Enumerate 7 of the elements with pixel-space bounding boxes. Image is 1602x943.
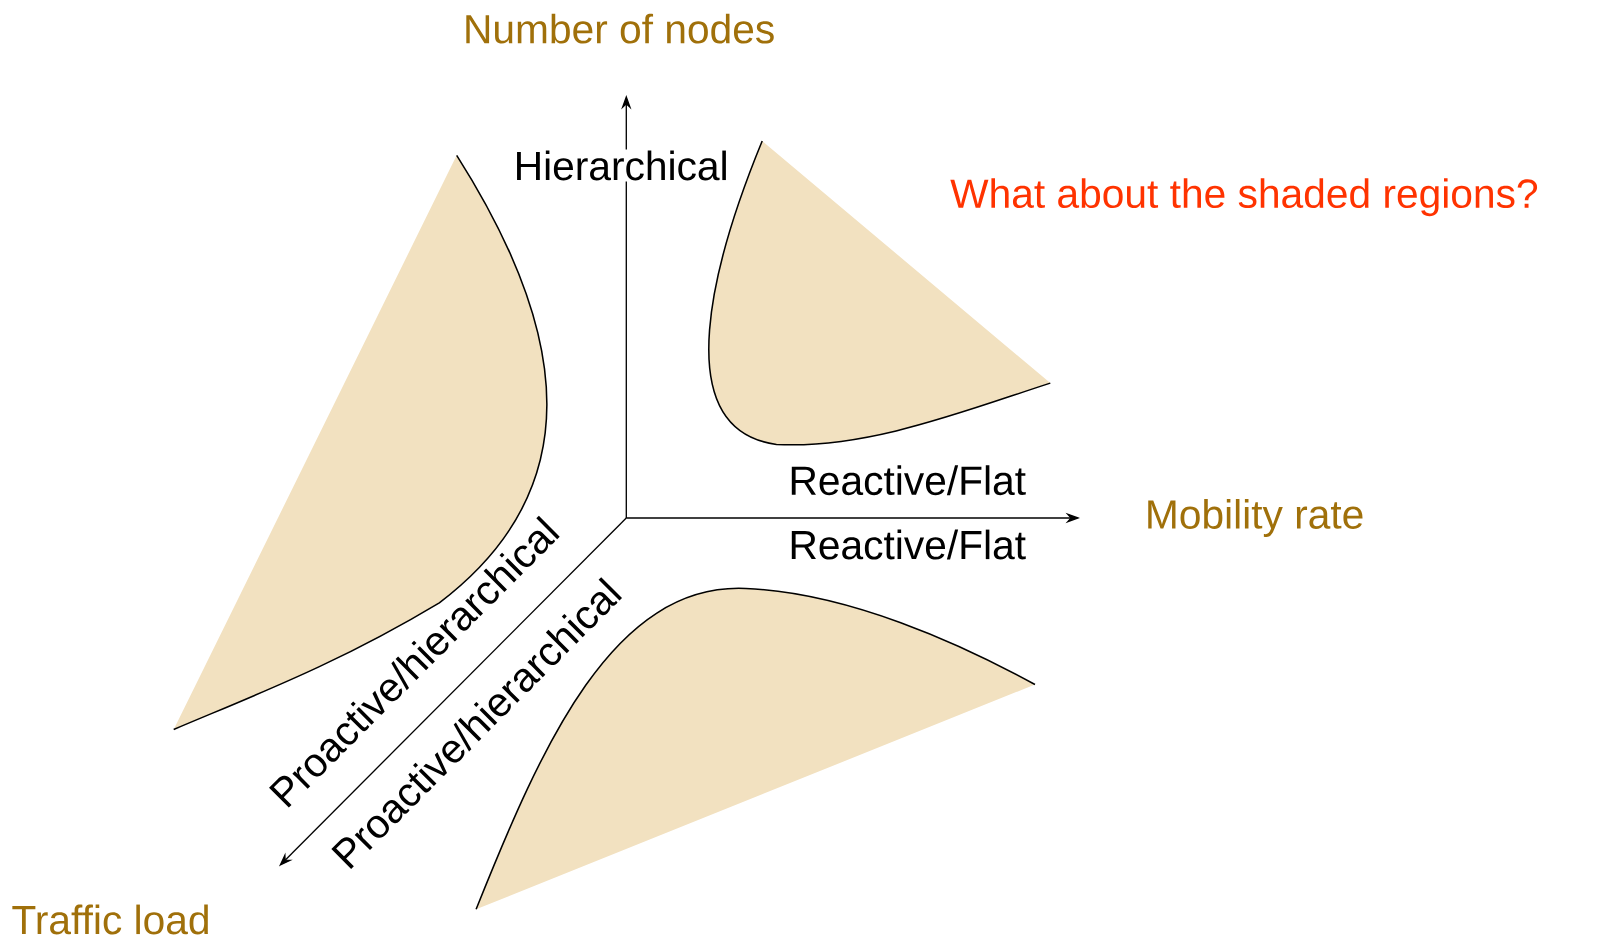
axis-label: Traffic load xyxy=(10,903,212,936)
question-note: What about the shaded regions? xyxy=(949,177,1540,218)
region-label: Hierarchical xyxy=(512,149,730,182)
region-label: Reactive/Flat xyxy=(787,528,1028,561)
axis-label: Number of nodes xyxy=(461,12,777,45)
axis-label: Mobility rate xyxy=(1143,498,1366,538)
region-label: Reactive/Flat xyxy=(787,464,1028,497)
